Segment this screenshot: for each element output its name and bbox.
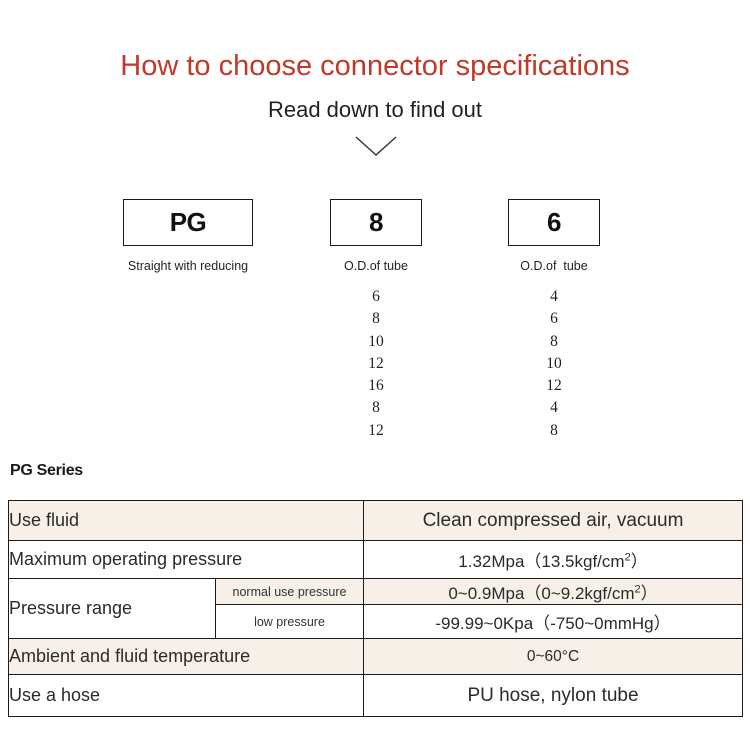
spec-value-temperature: 0~60°C <box>363 638 743 675</box>
option-value: 8 <box>372 310 380 328</box>
spec-value-max-pressure-exponent: 2 <box>624 551 631 564</box>
option-value: 10 <box>368 332 384 350</box>
spec-table-heading: PG Series <box>10 462 83 479</box>
spec-label-pressure-range: Pressure range <box>8 578 216 639</box>
page-title: How to choose connector specifications <box>120 50 630 82</box>
spec-value-hose: PU hose, nylon tube <box>363 674 743 717</box>
option-value: 10 <box>546 354 562 372</box>
code-box-od-secondary: 6 <box>508 199 600 246</box>
spec-value-normal-use-pressure: 0~0.9Mpa（0~9.2kgf/cm2） <box>363 578 743 605</box>
spec-value-use-fluid: Clean compressed air, vacuum <box>363 500 743 541</box>
spec-sublabel-low-pressure: low pressure <box>215 604 364 639</box>
spec-sublabel-normal-use-pressure: normal use pressure <box>215 578 364 605</box>
spec-table: Use fluid Clean compressed air, vacuum M… <box>8 500 743 717</box>
code-box-caption-series: Straight with reducing <box>127 259 249 273</box>
table-row: Pressure range normal use pressure 0~0.9… <box>8 578 743 639</box>
option-value: 8 <box>372 399 380 417</box>
option-column-od-primary: 6 8 10 12 16 8 12 <box>330 286 422 442</box>
option-value: 12 <box>368 354 384 372</box>
spec-label-temperature: Ambient and fluid temperature <box>8 638 364 675</box>
option-column-od-secondary: 4 6 8 10 12 4 8 <box>508 286 600 442</box>
option-value: 4 <box>550 288 558 305</box>
spec-value-normal-main: 0~0.9Mpa（0~9.2kgf/cm <box>448 584 635 603</box>
option-value: 4 <box>550 399 558 417</box>
spec-value-max-pressure-main: 1.32Mpa（13.5kgf/cm <box>458 552 625 571</box>
table-row: Use a hose PU hose, nylon tube <box>8 674 743 717</box>
table-row: Maximum operating pressure 1.32Mpa（13.5k… <box>8 540 743 579</box>
spec-label-hose: Use a hose <box>8 674 364 717</box>
spec-value-max-pressure: 1.32Mpa（13.5kgf/cm2） <box>363 540 743 579</box>
option-value: 6 <box>550 310 558 328</box>
table-row: Ambient and fluid temperature 0~60°C <box>8 638 743 675</box>
spec-value-normal-close: ） <box>640 584 658 603</box>
option-value: 16 <box>368 377 384 395</box>
spec-label-use-fluid: Use fluid <box>8 500 364 541</box>
code-box-caption-od-primary: O.D.of tube <box>344 259 408 273</box>
option-value: 6 <box>372 288 380 305</box>
chevron-down-icon <box>355 136 397 158</box>
code-box-caption-od-secondary: O.D.of tube <box>520 259 588 273</box>
option-value: 12 <box>546 377 562 395</box>
table-row: Use fluid Clean compressed air, vacuum <box>8 500 743 541</box>
page-subtitle: Read down to find out <box>267 97 483 122</box>
option-value: 12 <box>368 421 384 439</box>
option-value: 8 <box>550 421 558 439</box>
code-box-od-primary: 8 <box>330 199 422 246</box>
spec-value-low-pressure: -99.99~0Kpa（-750~0mmHg） <box>363 604 743 639</box>
spec-value-normal-exponent: 2 <box>634 583 641 596</box>
code-box-series: PG <box>123 199 253 246</box>
spec-label-max-pressure: Maximum operating pressure <box>8 540 364 579</box>
option-value: 8 <box>550 332 558 350</box>
spec-value-max-pressure-close: ） <box>630 552 648 571</box>
